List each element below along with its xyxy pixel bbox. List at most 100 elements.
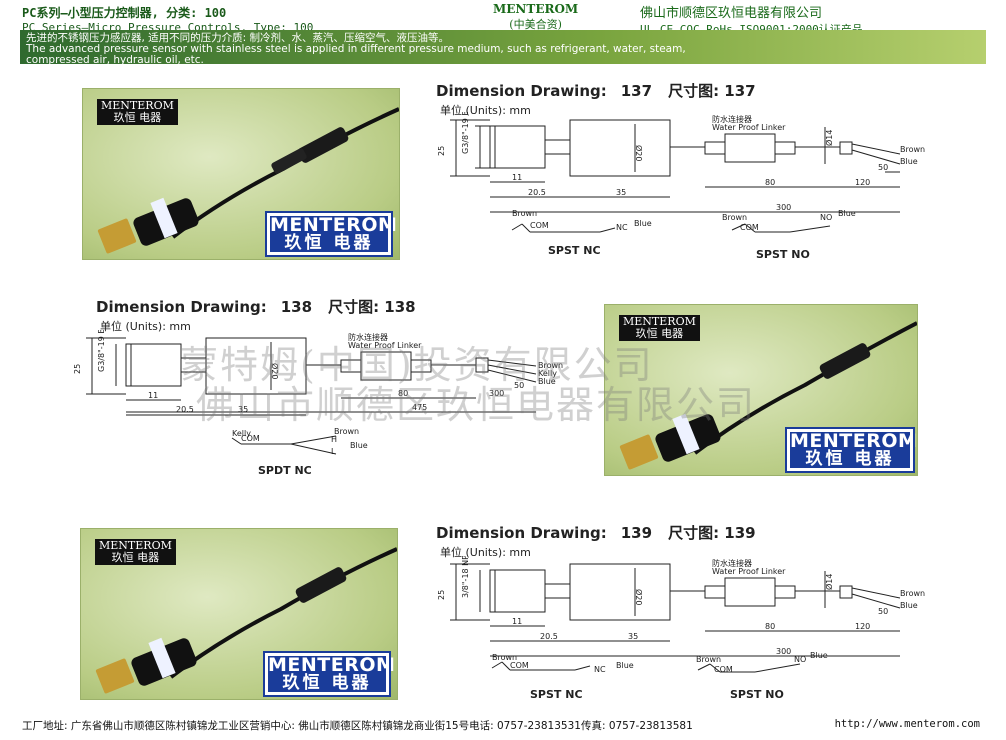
- switch1-com: COM: [510, 661, 529, 670]
- drawing-cn-number: 139: [724, 524, 756, 542]
- logo-en: MENTEROM: [268, 654, 396, 676]
- dimension-drawing-138: G3/8"-19 BSP 25 Ø20 11 20.5 35 80 300 47…: [73, 330, 563, 456]
- dim-50: 50: [878, 607, 888, 616]
- footer: 工厂地址: 广东省佛山市顺德区陈村镇锦龙工业区营销中心: 佛山市顺德区陈村镇锦龙…: [0, 714, 1006, 740]
- linker-en: Water Proof Linker: [348, 341, 422, 350]
- wire-blue: Blue: [538, 377, 556, 386]
- small-logo-en: MENTEROM: [99, 539, 172, 552]
- dim-20-5: 20.5: [176, 405, 194, 414]
- dim-120: 120: [855, 622, 870, 631]
- drawing-cn-label: 尺寸图:: [328, 298, 380, 316]
- small-brand-logo: MENTEROM 玖恒 电器: [95, 539, 176, 565]
- series-title-cn: PC系列—小型压力控制器, 分类: 100: [22, 6, 227, 20]
- brand-name: MENTEROM: [493, 2, 579, 16]
- switch-blue: Blue: [350, 441, 368, 450]
- logo-en: MENTEROM: [270, 214, 398, 236]
- sensor-illustration: [95, 547, 397, 694]
- switch-kelly: Kelly: [232, 429, 251, 438]
- dim-35: 35: [628, 632, 638, 641]
- drawing-number: 139: [620, 524, 653, 542]
- banner-line-en-1: The advanced pressure sensor with stainl…: [26, 43, 686, 55]
- banner-line-en-2: compressed air, hydraulic oil, etc.: [26, 54, 204, 66]
- dimension-drawing-139: 3/8"-18 NPT 25 Ø20 Ø14 11 20.5 35 80 300…: [437, 556, 925, 674]
- switch1-nc: NC: [594, 665, 606, 674]
- drawing-number: 137: [620, 82, 653, 100]
- logo-cn: 玖恒 电器: [805, 449, 895, 469]
- dim-11: 11: [512, 173, 522, 182]
- dim-11: 11: [512, 617, 522, 626]
- switch2-brown: Brown: [696, 655, 721, 664]
- small-logo-en: MENTEROM: [623, 315, 696, 328]
- switch-brown: Brown: [334, 427, 359, 436]
- switch2-brown: Brown: [722, 213, 747, 222]
- switch1-blue: Blue: [634, 219, 652, 228]
- small-logo-cn: 玖恒 电器: [635, 327, 684, 340]
- thread-label: G3/8"-19 BSP: [97, 330, 106, 372]
- dim-300: 300: [489, 389, 504, 398]
- brand-header: MENTEROM (中美合资): [493, 2, 578, 32]
- small-logo-en: MENTEROM: [101, 99, 174, 112]
- dim-14: Ø14: [824, 130, 834, 146]
- switch-com: COM: [241, 434, 260, 443]
- small-brand-logo: MENTEROM 玖恒 电器: [619, 315, 700, 341]
- wire-blue: Blue: [900, 157, 918, 166]
- dim-80: 80: [765, 178, 775, 187]
- dim-25: 25: [437, 146, 446, 156]
- footer-address: 工厂地址: 广东省佛山市顺德区陈村镇锦龙工业区营销中心: 佛山市顺德区陈村镇锦龙…: [22, 720, 693, 732]
- menterom-logo: MENTEROM 玖恒 电器: [263, 651, 396, 697]
- switch1-brown: Brown: [512, 209, 537, 218]
- dim-14: Ø14: [824, 574, 834, 590]
- units-label: 单位 (Units): mm: [440, 546, 531, 559]
- switch1-blue: Blue: [616, 661, 634, 670]
- linker-cn: 防水连接器: [712, 114, 752, 124]
- drawing-title-text: Dimension Drawing:: [436, 82, 607, 100]
- switch1-com: COM: [530, 221, 549, 230]
- drawing-cn-number: 138: [384, 298, 416, 316]
- dimension-drawing-137: G3/8"-19 BSP 25 Ø20 Ø14 11 20.5 35 80 30…: [437, 112, 925, 233]
- dim-35: 35: [238, 405, 248, 414]
- switch1-nc: NC: [616, 223, 628, 232]
- logo-en: MENTEROM: [790, 430, 918, 452]
- dim-20: Ø20: [634, 589, 644, 605]
- dim-50: 50: [514, 381, 524, 390]
- drawing-cn-label: 尺寸图:: [668, 524, 720, 542]
- footer-url[interactable]: http://www.menterom.com: [834, 718, 980, 730]
- switch1-brown: Brown: [492, 653, 517, 662]
- wire-kelly: Kelly: [538, 369, 557, 378]
- switch2-com: COM: [714, 665, 733, 674]
- company-name: 佛山市顺德区玖恒电器有限公司: [640, 6, 823, 21]
- dim-35: 35: [616, 188, 626, 197]
- units-label: 单位 (Units): mm: [100, 320, 191, 333]
- small-logo-cn: 玖恒 电器: [111, 551, 160, 564]
- switch2-blue: Blue: [810, 651, 828, 660]
- dim-80: 80: [765, 622, 775, 631]
- brand-sub: (中美合资): [509, 18, 562, 31]
- product-photo-138: MENTEROM 玖恒 电器 MENTEROM 玖恒 电器: [604, 304, 918, 476]
- dim-20-5: 20.5: [528, 188, 546, 197]
- dim-300: 300: [776, 647, 791, 656]
- dim-20: Ø20: [270, 363, 280, 379]
- dim-11: 11: [148, 391, 158, 400]
- drawing-cn-number: 137: [724, 82, 756, 100]
- product-photo-139: MENTEROM 玖恒 电器 MENTEROM 玖恒 电器: [80, 528, 398, 700]
- drawing-cn-label: 尺寸图:: [668, 82, 720, 100]
- logo-cn: 玖恒 电器: [284, 233, 374, 253]
- wire-brown: Brown: [900, 145, 925, 154]
- switch2-com: COM: [740, 223, 759, 232]
- dim-80: 80: [398, 389, 408, 398]
- wire-blue: Blue: [900, 601, 918, 610]
- units-label: 单位 (Units): mm: [440, 104, 531, 117]
- drawing-title-text: Dimension Drawing:: [436, 524, 607, 542]
- dim-20-5: 20.5: [540, 632, 558, 641]
- dim-120: 120: [855, 178, 870, 187]
- sensor-illustration: [97, 107, 399, 254]
- product-photo-137: MENTEROM 玖恒 电器 MENTEROM 玖恒 电器: [82, 88, 400, 260]
- dim-25: 25: [73, 364, 82, 374]
- switch2-no: NO: [820, 213, 832, 222]
- linker-en: Water Proof Linker: [712, 123, 786, 132]
- description-banner: 先进的不锈钢压力感应器, 适用不同的压力介质: 制冷剂、水、蒸汽、压缩空气、液压…: [20, 30, 986, 66]
- wire-brown: Brown: [900, 589, 925, 598]
- linker-cn: 防水连接器: [712, 558, 752, 568]
